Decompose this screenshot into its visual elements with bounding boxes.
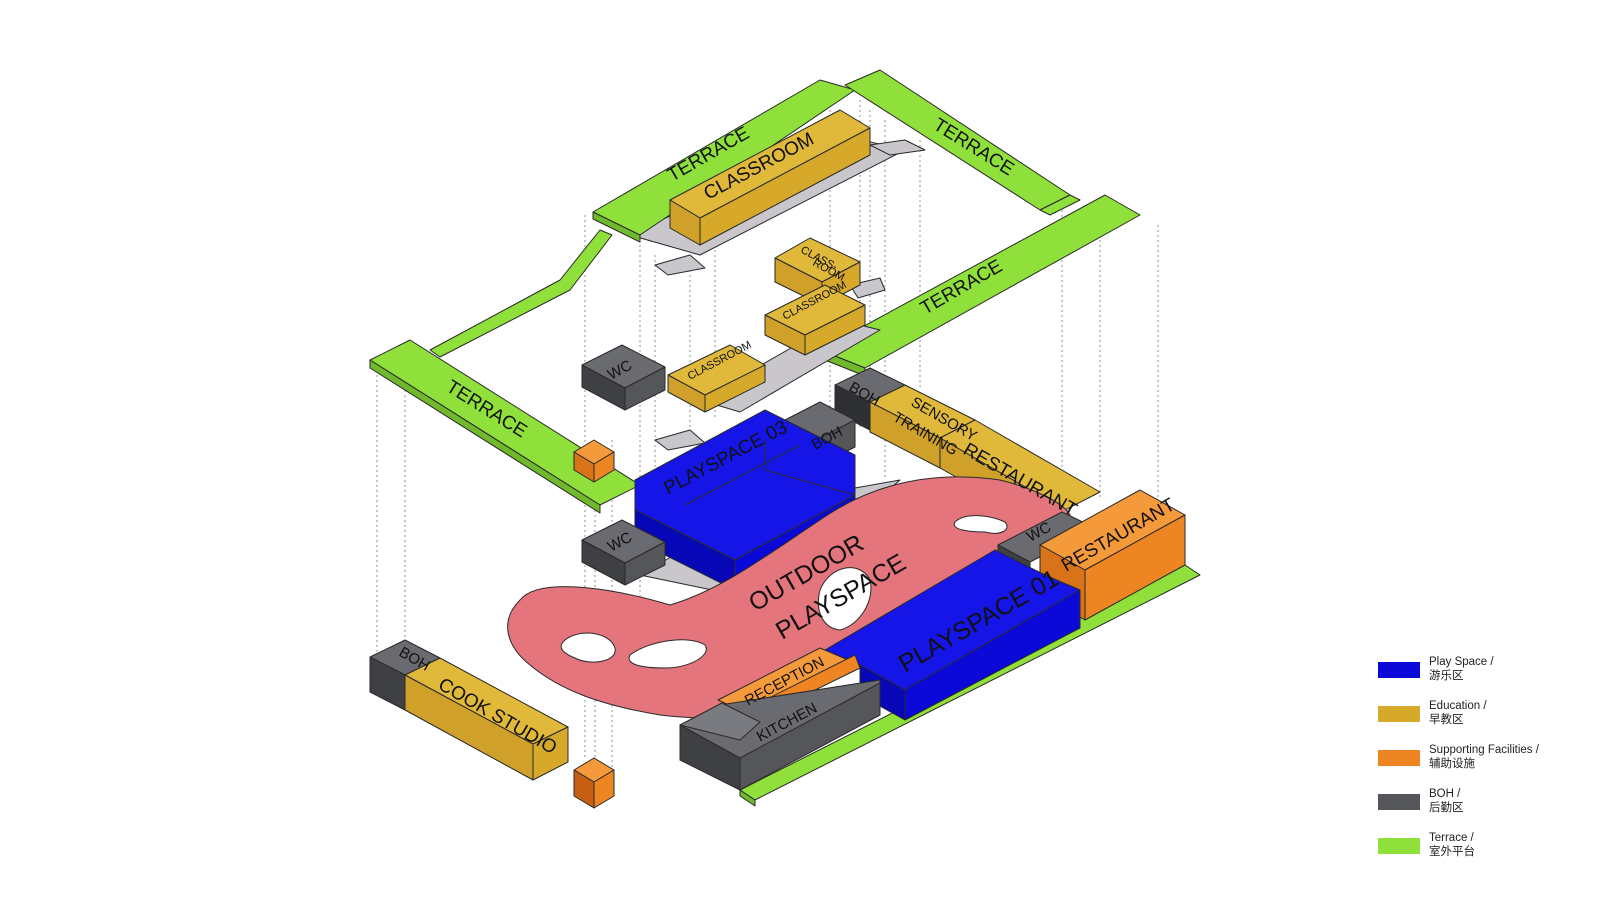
legend-text: Supporting Facilities / 辅助设施: [1429, 743, 1539, 771]
legend-swatch: [1378, 794, 1420, 810]
legend-label: Education /: [1429, 700, 1487, 712]
legend-label: Terrace /: [1429, 832, 1474, 844]
legend-swatch: [1378, 662, 1420, 678]
legend-text: Education / 早教区: [1429, 699, 1487, 727]
legend-item: Education / 早教区: [1378, 699, 1588, 743]
legend-text: Terrace / 室外平台: [1429, 831, 1475, 859]
ground-level: [369, 476, 1201, 809]
legend-swatch: [1378, 706, 1420, 722]
legend-sublabel: 室外平台: [1429, 846, 1475, 858]
upper-level: [429, 69, 1141, 451]
legend-text: Play Space / 游乐区: [1429, 655, 1494, 683]
legend: Play Space / 游乐区 Education / 早教区 Supporting …: [1378, 655, 1588, 875]
second-level: [369, 237, 886, 514]
legend-sublabel: 辅助设施: [1429, 758, 1475, 770]
legend-text: BOH / 后勤区: [1429, 787, 1464, 815]
legend-swatch: [1378, 838, 1420, 854]
legend-label: BOH /: [1429, 788, 1461, 800]
legend-label: Play Space /: [1429, 656, 1494, 668]
legend-item: Supporting Facilities / 辅助设施: [1378, 743, 1588, 787]
legend-sublabel: 游乐区: [1429, 670, 1464, 682]
ramp-left: [429, 229, 613, 358]
legend-label: Supporting Facilities /: [1429, 744, 1539, 756]
legend-item: Play Space / 游乐区: [1378, 655, 1588, 699]
legend-sublabel: 后勤区: [1429, 802, 1464, 814]
legend-swatch: [1378, 750, 1420, 766]
legend-sublabel: 早教区: [1429, 714, 1464, 726]
legend-item: Terrace / 室外平台: [1378, 831, 1588, 875]
legend-item: BOH / 后勤区: [1378, 787, 1588, 831]
